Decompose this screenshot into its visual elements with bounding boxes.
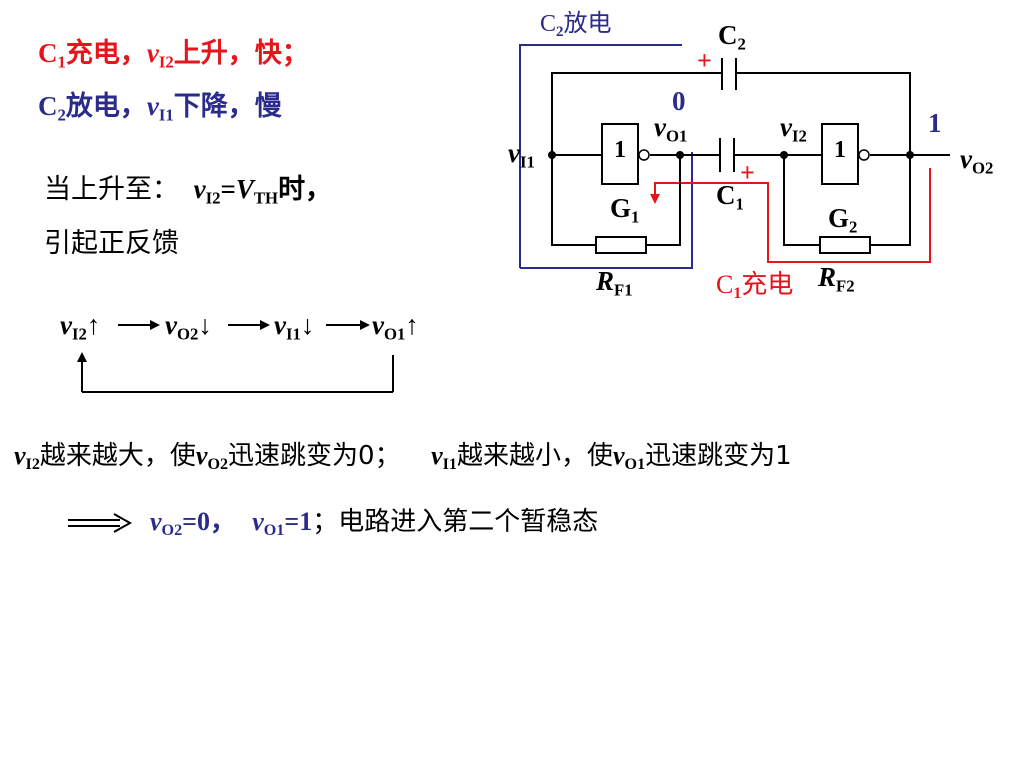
g1-label: G1 <box>610 193 640 227</box>
state-zero-label: 0 <box>672 86 686 116</box>
resistor-rf1 <box>595 236 647 254</box>
c1-charge-line: C1充电，vI2上升，快； <box>38 38 309 72</box>
circuit-wires <box>551 58 950 246</box>
threshold-line: 当上升至： vI2=VTH时， <box>44 174 333 208</box>
chain-item-vi1: vI1↓ <box>274 310 315 344</box>
rf2-label: RF2 <box>818 262 855 296</box>
gate-g1-bubble-icon <box>638 149 650 161</box>
result-line: vI2越来越大，使vO2迅速跳变为0； vI1越来越小，使vO1迅速跳变为1 <box>14 441 792 474</box>
state-one-label: 1 <box>928 108 942 138</box>
c1-symbol: C1 <box>38 38 66 72</box>
c2-discharge-line: C2放电，vI1下降，慢 <box>38 91 282 125</box>
junction-vi2 <box>780 151 788 159</box>
vo1-label: vO1 <box>654 112 688 146</box>
c2-discharge-path-bottom <box>520 152 693 269</box>
c1-charge-path <box>654 168 931 263</box>
junction-vi1 <box>548 151 556 159</box>
c2-discharge-path <box>519 44 682 268</box>
vi2-label: vI2 <box>780 112 807 146</box>
g2-label: G2 <box>828 203 858 237</box>
c1-label: C1 <box>716 180 744 214</box>
gate-g1 <box>601 123 639 185</box>
gate-g2-bubble-icon <box>858 149 870 161</box>
rf1-label: RF1 <box>596 266 633 300</box>
c2-plus-sign: + <box>697 46 712 75</box>
gate-g2 <box>821 123 859 185</box>
junction-vo1 <box>676 151 684 159</box>
chain-item-vo1: vO1↑ <box>372 310 419 344</box>
c2-discharge-label: C2放电 <box>540 11 612 40</box>
resistor-rf2 <box>819 236 871 254</box>
gate-g2-symbol: 1 <box>834 137 846 163</box>
c1-charge-label: C1充电 <box>716 270 794 303</box>
chain-item-vo2: vO2↓ <box>165 310 212 344</box>
c1-plus-sign: + <box>740 158 755 187</box>
junction-vo2 <box>906 151 914 159</box>
positive-feedback-line: 引起正反馈 <box>44 228 179 259</box>
c1-charge-arrowhead <box>650 194 660 204</box>
c2-label: C2 <box>718 20 746 54</box>
conclusion-line: vO2=0， vO1=1；电路进入第二个暂稳态 <box>150 507 599 540</box>
vi1-label: vI1 <box>508 138 535 172</box>
chain-item-vi2: vI2↑ <box>60 310 101 344</box>
vo2-label: vO2 <box>960 144 994 178</box>
gate-g1-symbol: 1 <box>614 137 626 163</box>
